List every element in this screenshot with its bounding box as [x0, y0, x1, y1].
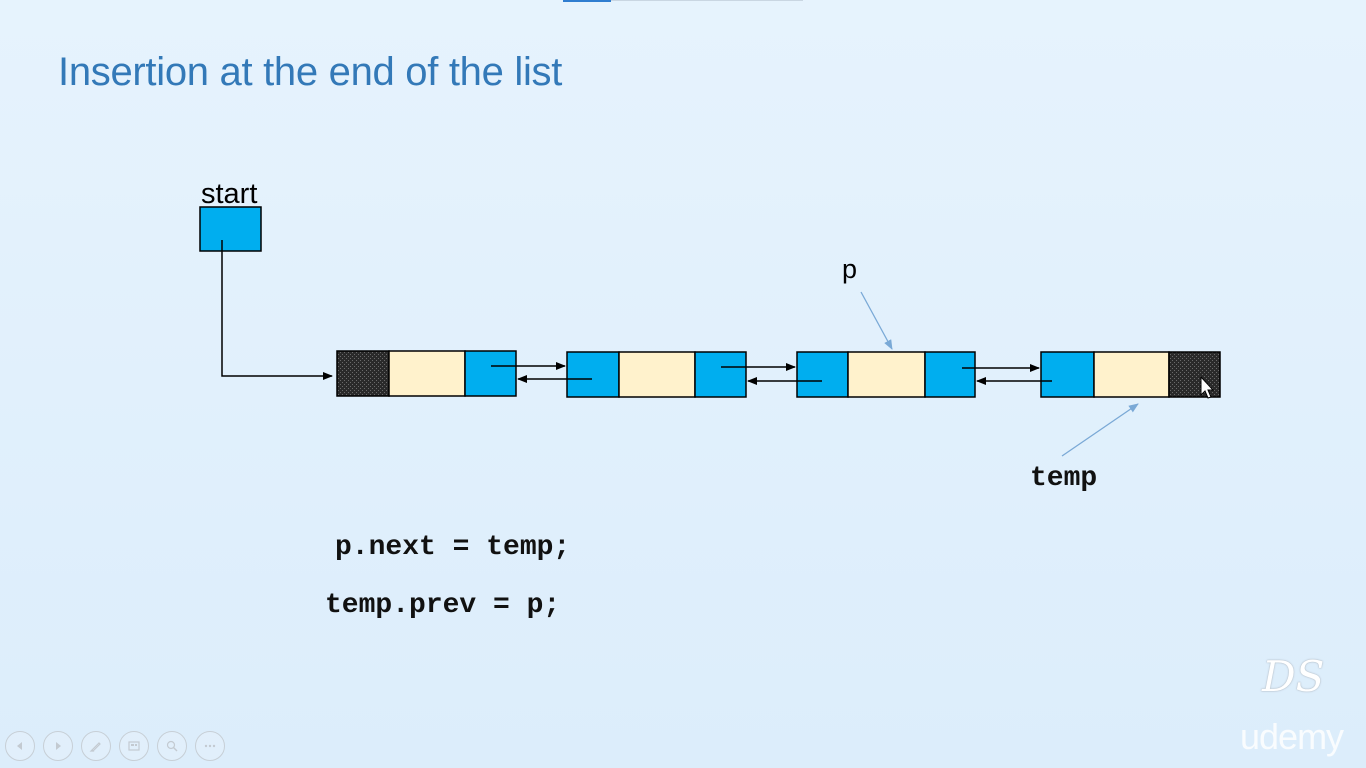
mouse-cursor-icon	[1200, 375, 1215, 399]
node-3	[796, 351, 976, 398]
more-icon[interactable]	[195, 731, 225, 761]
node-2-next	[694, 351, 747, 398]
pen-icon[interactable]	[81, 731, 111, 761]
p-pointer-arrow	[860, 291, 893, 350]
ds-logo: DS	[1262, 652, 1325, 701]
slideshow-controls	[5, 731, 225, 761]
node-2	[566, 351, 747, 398]
node-1-next	[464, 350, 517, 397]
temp-label: temp	[1030, 463, 1097, 494]
p-label: p	[842, 254, 857, 284]
node-4-info	[1093, 351, 1170, 398]
node-2-prev	[566, 351, 620, 398]
previous-icon[interactable]	[5, 731, 35, 761]
temp-pointer-arrow	[1061, 403, 1139, 457]
code-line-2: temp.prev = p;	[325, 590, 561, 621]
node-3-info	[847, 351, 926, 398]
node-1	[336, 350, 517, 397]
slide-title: Insertion at the end of the list	[58, 50, 563, 94]
node-2-info	[618, 351, 696, 398]
node-3-next	[924, 351, 976, 398]
start-pointer-box	[199, 206, 262, 252]
zoom-icon[interactable]	[157, 731, 187, 761]
start-arrow	[221, 240, 333, 380]
node-3-prev	[796, 351, 849, 398]
next-icon[interactable]	[43, 731, 73, 761]
node-4-prev	[1040, 351, 1095, 398]
node-1-info	[388, 350, 466, 397]
start-label: start	[201, 178, 257, 210]
progress-indicator	[563, 0, 611, 2]
node-4	[1040, 351, 1221, 398]
progress-track	[611, 0, 803, 1]
code-line-1: p.next = temp;	[335, 532, 571, 563]
node-1-prev-null	[336, 350, 390, 397]
slides-icon[interactable]	[119, 731, 149, 761]
udemy-watermark: udemy	[1240, 716, 1344, 757]
